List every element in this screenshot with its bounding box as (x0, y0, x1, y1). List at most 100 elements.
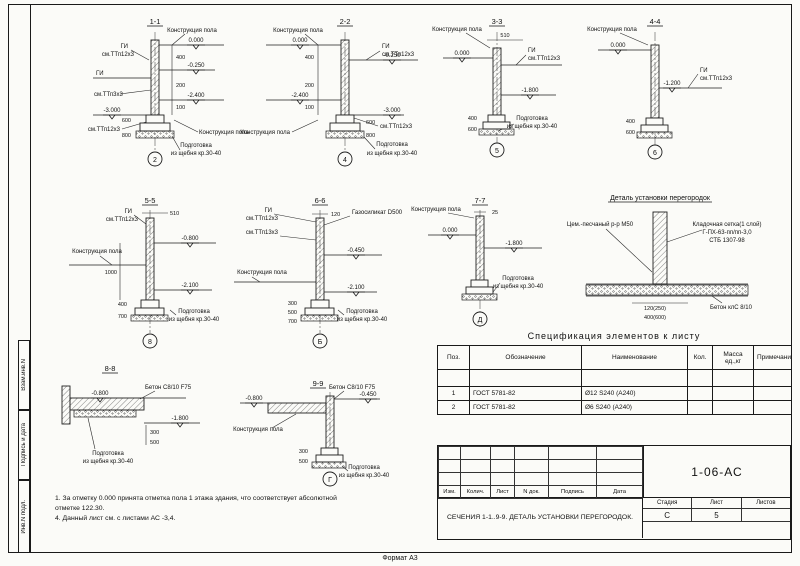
dim-label: 300 (288, 301, 297, 307)
dim-label: 600 (468, 127, 477, 133)
concrete-label: Бетон С8/10 F75 (329, 385, 376, 391)
frame-strip-vzam: Взам.инв.N (18, 340, 30, 410)
ref-label: см.ТТп12х3 (528, 56, 561, 62)
elevation-value: -0.250 (187, 63, 205, 69)
section-title: 9-9 (313, 379, 324, 388)
spec-cell (753, 369, 792, 387)
axis-circle (489, 142, 505, 158)
dim-label: 100 (176, 105, 185, 111)
spec-cell (581, 369, 688, 387)
elevation-mark-icon (186, 99, 206, 105)
wall-hatch (145, 217, 155, 301)
podg-label: из щебня кр.30-40 (507, 124, 558, 130)
section-6-6: 6-6 -0.450 -2.100 ГИ см.ТТп12х3 см.ТТп13… (234, 196, 403, 349)
floor-label: Конструкция пола (233, 427, 283, 433)
dim-label: 700 (118, 314, 127, 320)
title-block-top: Изм. Колич. Лист N док. Подпись Дата 1-0… (438, 446, 790, 499)
podg-label: Подготовка (178, 309, 210, 315)
section-3-3: 3-3 0.000 -1.800 510 Конструкция пола ГИ… (432, 17, 562, 158)
foundation-step (145, 114, 165, 124)
section-1-1: 1-1 0.000 -0.250 -2.400 -3.000 Конструкц… (88, 17, 249, 167)
rev-header-cell: Дата (596, 485, 643, 499)
elevation-mark-icon (290, 44, 310, 50)
title-block: Изм. Колич. Лист N док. Подпись Дата 1-0… (437, 445, 791, 540)
elevation-mark-icon (290, 99, 310, 105)
dim-label: 600 (122, 118, 131, 124)
spec-cell (712, 400, 754, 415)
wall-hatch (61, 385, 71, 425)
elevation-value: -2.100 (347, 285, 365, 291)
dim-label: 400 (626, 119, 635, 125)
spec-cell: ГОСТ 5781-82 (469, 400, 582, 415)
rev-cell (490, 446, 515, 460)
spec-header-cell: Наименование (581, 345, 688, 370)
spec-table: Поз. Обозначение Наименование Кол. Масса… (437, 345, 792, 415)
frame-strip-podpis: Подпись и дата (18, 410, 30, 480)
ref-label: см.ТТп12х3 (246, 216, 279, 222)
gi-label: ГИ (264, 208, 272, 214)
rev-cell (460, 459, 491, 473)
dim-label: 200 (176, 83, 185, 89)
elevation-value: -0.450 (359, 392, 377, 398)
stage-value-row: С 5 (643, 509, 790, 522)
spec-cell (469, 369, 582, 387)
foundation-step (315, 454, 344, 463)
rubble-bed (461, 293, 498, 301)
foundation-step (329, 122, 361, 132)
podg-label: Подготовка (502, 276, 534, 282)
spec-cell (687, 369, 713, 387)
podg-label: Подготовка (516, 116, 548, 122)
material-label: Газосиликат D500 (352, 210, 403, 216)
sheet-label: Лист (692, 498, 742, 509)
rev-header-cell: Лист (490, 485, 515, 499)
dim-label: 510 (500, 33, 509, 39)
section-title: 4-4 (650, 17, 661, 26)
foundation-step (140, 299, 160, 309)
podg-label: из щебня кр.30-40 (337, 317, 388, 323)
elevation-value: -2.400 (187, 93, 205, 99)
rev-cell (490, 472, 515, 486)
elevation-mark-icon (180, 242, 200, 248)
rev-cell (490, 459, 515, 473)
podg-label: Подготовка (180, 143, 212, 149)
spec-block: Спецификация элементов к листу Поз. Обоз… (437, 331, 792, 415)
axis-number: Д (478, 317, 483, 324)
rev-cell (460, 446, 491, 460)
elevation-mark-icon (440, 234, 460, 240)
stage-sheet-block: Стадия Лист Листов С 5 (642, 498, 790, 538)
podg-label: из щебня кр.30-40 (169, 317, 220, 323)
rev-header-cell: Изм. (438, 485, 461, 499)
elevation-mark-icon (186, 69, 206, 75)
spec-cell (437, 369, 470, 387)
floor-label: Конструкция пола (411, 207, 461, 213)
elevation-value: -3.000 (383, 108, 401, 114)
section-8-8: 8-8 -0.800 -1.800 Бетон С8/10 F75 300 50… (61, 364, 200, 465)
dim-label: 100 (305, 105, 314, 111)
spec-cell (753, 386, 792, 401)
rubble-bed (73, 409, 137, 418)
ref-label: см.ТТп12х3 (382, 52, 415, 58)
podg-label: из щебня кр.30-40 (493, 284, 544, 290)
dim-label: 400 (305, 55, 314, 61)
section-9-9: 9-9 -0.800 -0.450 Бетон С8/10 F75 Констр… (233, 379, 390, 487)
spec-header-cell: Кол. (687, 345, 713, 370)
dim-label: 510 (170, 211, 179, 217)
foundation-step (320, 447, 339, 456)
spec-cell (712, 369, 754, 387)
rev-cell (438, 446, 461, 460)
partition-hatch (652, 211, 668, 285)
foundation-step (487, 114, 506, 123)
elevation-mark-icon (186, 44, 206, 50)
elevation-mark-icon (180, 289, 200, 295)
rubble-bed (636, 131, 673, 139)
ref-label: см.ТТп13х3 (246, 230, 279, 236)
dim-label: 700 (288, 319, 297, 325)
axis-number: Г (328, 477, 332, 484)
dim-label: 400 (468, 116, 477, 122)
section-5-5: 5-5 -0.800 -2.100 ГИ см.ТТп12х3 510 Конс… (69, 196, 220, 349)
elevation-value: 0.000 (188, 38, 204, 44)
ref-label: см.ТТп12х3 (700, 76, 733, 82)
rev-header-cell: N док. (514, 485, 549, 499)
spec-header-cell: Поз. (437, 345, 470, 370)
